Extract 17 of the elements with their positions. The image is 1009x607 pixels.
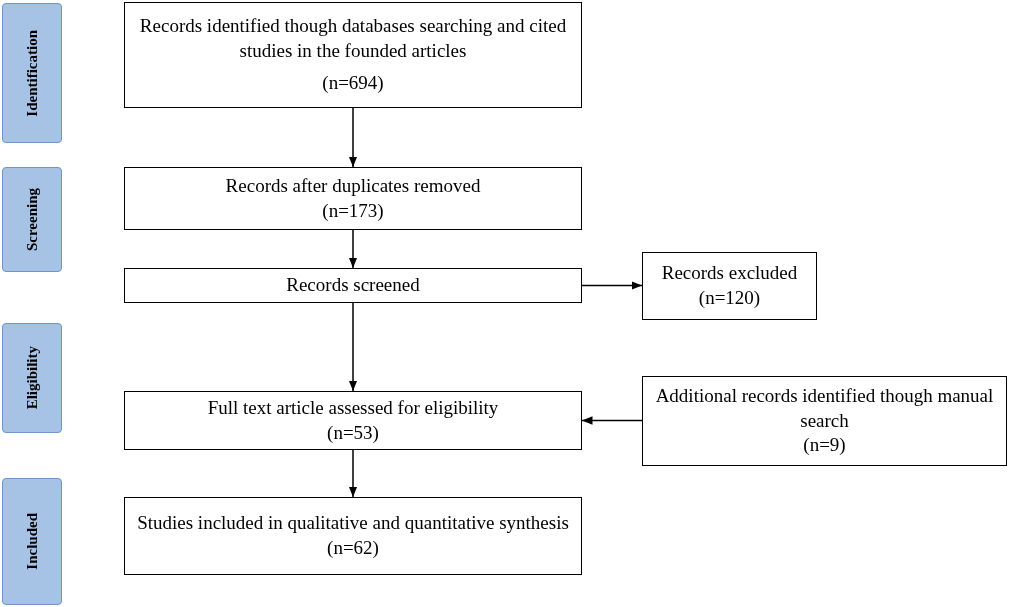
process-box: Full text article assessed for eligibility (n=53) [124,391,582,450]
arrow [581,416,643,425]
arrow [348,107,358,168]
arrow [348,449,358,498]
process-box: Records excluded (n=120) [642,252,817,320]
arrow [581,281,643,290]
stage-label-band: Eligibility [2,323,62,433]
process-box: Additional records identified though manual search (n=9) [642,376,1007,466]
process-box: Records identified though databases searching and cited studies in the founded articles (n=694) [124,2,582,108]
stage-label-band: Included [2,478,62,605]
stage-label-band: Identification [2,3,62,143]
process-box: Studies included in qualitative and quantitative synthesis (n=62) [124,497,582,575]
stage-label-band: Screening [2,167,62,272]
process-box: Records screened [124,268,582,303]
arrow [348,302,358,392]
arrow [348,229,358,269]
process-box: Records after duplicates removed (n=173) [124,167,582,230]
